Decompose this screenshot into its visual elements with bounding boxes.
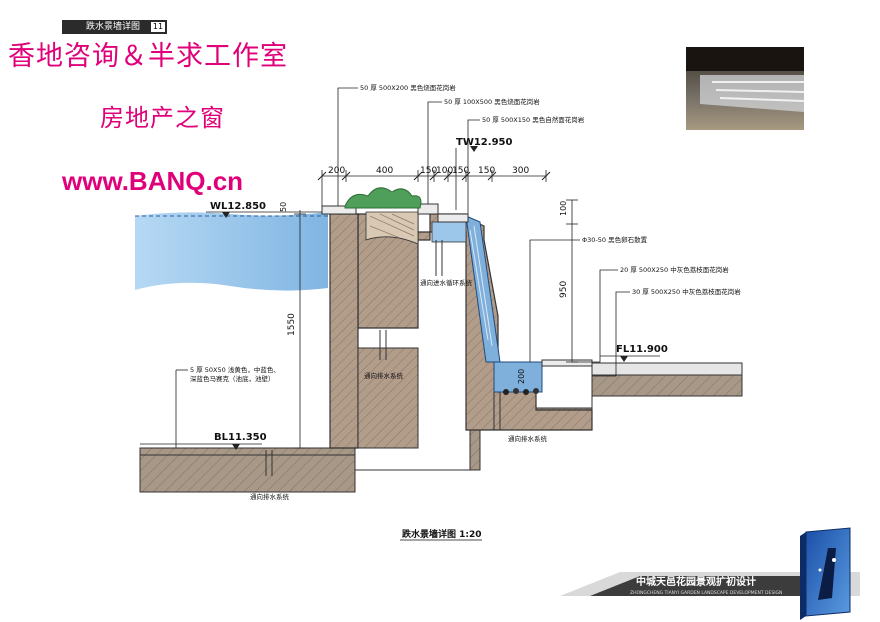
level-fl: FL11.900 [616, 344, 668, 355]
dim-150b: 150 [452, 166, 469, 176]
label-intake: 通向进水循环系统 [420, 278, 473, 287]
label-drain-2: 通向排水系统 [508, 434, 548, 443]
title-tab-label: 跌水景墙详图 [86, 22, 141, 32]
dim-950: 950 [559, 281, 569, 298]
dim-300: 300 [512, 166, 529, 176]
annotation-mosaic-2: 深蓝色马赛克（池底，池壁） [190, 374, 275, 383]
water-pool [135, 212, 328, 291]
dim-1550: 1550 [287, 313, 297, 336]
reference-photo [686, 47, 805, 130]
logo-book [800, 527, 851, 620]
watermark-line-2: 房地产之窗 [100, 104, 225, 132]
dim-150a: 150 [420, 166, 437, 176]
dim-150c: 150 [478, 166, 495, 176]
dim-100-vert: 100 [559, 201, 568, 216]
drawing-caption: 跌水景墙详图 1:20 [402, 528, 482, 540]
dim-50: 50 [279, 202, 288, 212]
footer-title-cn: 中城天邑花园景观扩初设计 [636, 575, 756, 588]
page-number-badge: 11 [151, 22, 165, 32]
annotation-grey-granite-30: 30 厚 500X250 中灰色荔枝面花岗岩 [632, 287, 741, 296]
dim-200: 200 [328, 166, 345, 176]
label-drain-3: 通向排水系统 [250, 492, 290, 501]
annotation-mosaic-1: 5 厚 50X50 浅黄色，中蓝色、 [190, 365, 280, 374]
annotation-vertical-granite: 50 厚 100X500 黑色烧面花岗岩 [444, 97, 540, 106]
dim-400: 400 [376, 166, 393, 176]
level-bl: BL11.350 [214, 432, 267, 443]
dim-100: 100 [436, 166, 453, 176]
footer-band: 中城天邑花园景观扩初设计 ZHONGCHENG TIANYI GARDEN LA… [560, 572, 860, 596]
annotation-pebbles: Φ30-50 黑色卵石散置 [582, 235, 648, 244]
annotation-grey-granite-20: 20 厚 500X250 中灰色荔枝面花岗岩 [620, 265, 729, 274]
footer-title-en: ZHONGCHENG TIANYI GARDEN LANDSCAPE DEVEL… [630, 590, 782, 596]
paving-strip [591, 362, 743, 376]
wall-cap-left [321, 205, 357, 215]
label-drain-1: 通向排水系统 [364, 371, 404, 380]
level-tw: TW12.950 [456, 137, 512, 148]
dim-200-vert: 200 [517, 369, 526, 384]
level-wl: WL12.850 [210, 201, 266, 212]
annotation-natural-granite: 50 厚 500X150 黑色自然面花岗岩 [482, 115, 585, 124]
watermark-url: www.BANQ.cn [62, 166, 244, 196]
title-tab: 跌水景墙详图 11 [62, 20, 167, 34]
annotation-cap-granite: 50 厚 500X200 黑色烧面花岗岩 [360, 83, 456, 92]
watermark-line-1: 香地咨询＆半求工作室 [8, 41, 288, 72]
planting [344, 187, 422, 209]
